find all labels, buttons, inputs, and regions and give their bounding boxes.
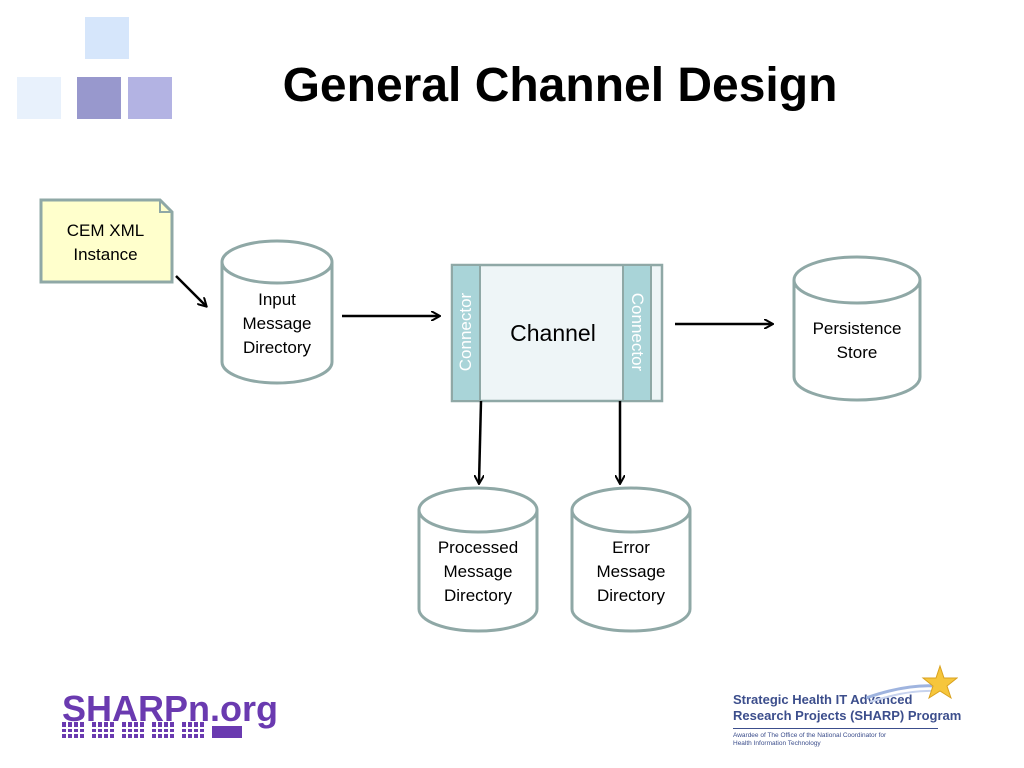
cem-xml-note [39, 198, 174, 284]
page-title: General Channel Design [282, 59, 838, 112]
deco-square-mid [77, 77, 121, 119]
connector-right-box [622, 264, 652, 402]
processed-directory-cylinder [417, 486, 539, 633]
sharpn-logo-grid [62, 722, 242, 738]
error-directory-cylinder [570, 486, 692, 633]
error-directory-label: Error Message Directory [596, 538, 666, 605]
cem-xml-note-label: CEM XML Instance [66, 221, 145, 264]
program-small-2: Health Information Technology [733, 740, 821, 747]
program-line-2: Research Projects (SHARP) Program [733, 708, 962, 723]
input-directory-label: Input Message Directory [242, 290, 312, 357]
persistence-store-cylinder [792, 255, 922, 402]
deco-square-top [85, 17, 129, 59]
channel-label: Channel [510, 320, 596, 346]
arrow-note-to-input [175, 275, 206, 306]
connector-right-label: Connector [628, 292, 647, 372]
connector-left-label: Connector [456, 292, 475, 372]
deco-square-left [17, 77, 61, 119]
input-directory-cylinder [220, 239, 334, 385]
deco-square-right [128, 77, 172, 119]
persistence-store-label: Persistence Store [812, 319, 902, 362]
note-fold [159, 200, 172, 213]
program-rule [733, 728, 938, 729]
program-small-1: Awardee of The Office of the National Co… [733, 732, 887, 739]
star-icon [866, 664, 958, 703]
program-line-1: Strategic Health IT Advanced [733, 692, 913, 707]
processed-directory-label: Processed Message Directory [437, 538, 519, 605]
sharp-program-logo: Strategic Health IT Advanced Research Pr… [733, 692, 973, 748]
arrow-channel-to-processed [479, 400, 481, 483]
connector-left-box [451, 264, 481, 402]
